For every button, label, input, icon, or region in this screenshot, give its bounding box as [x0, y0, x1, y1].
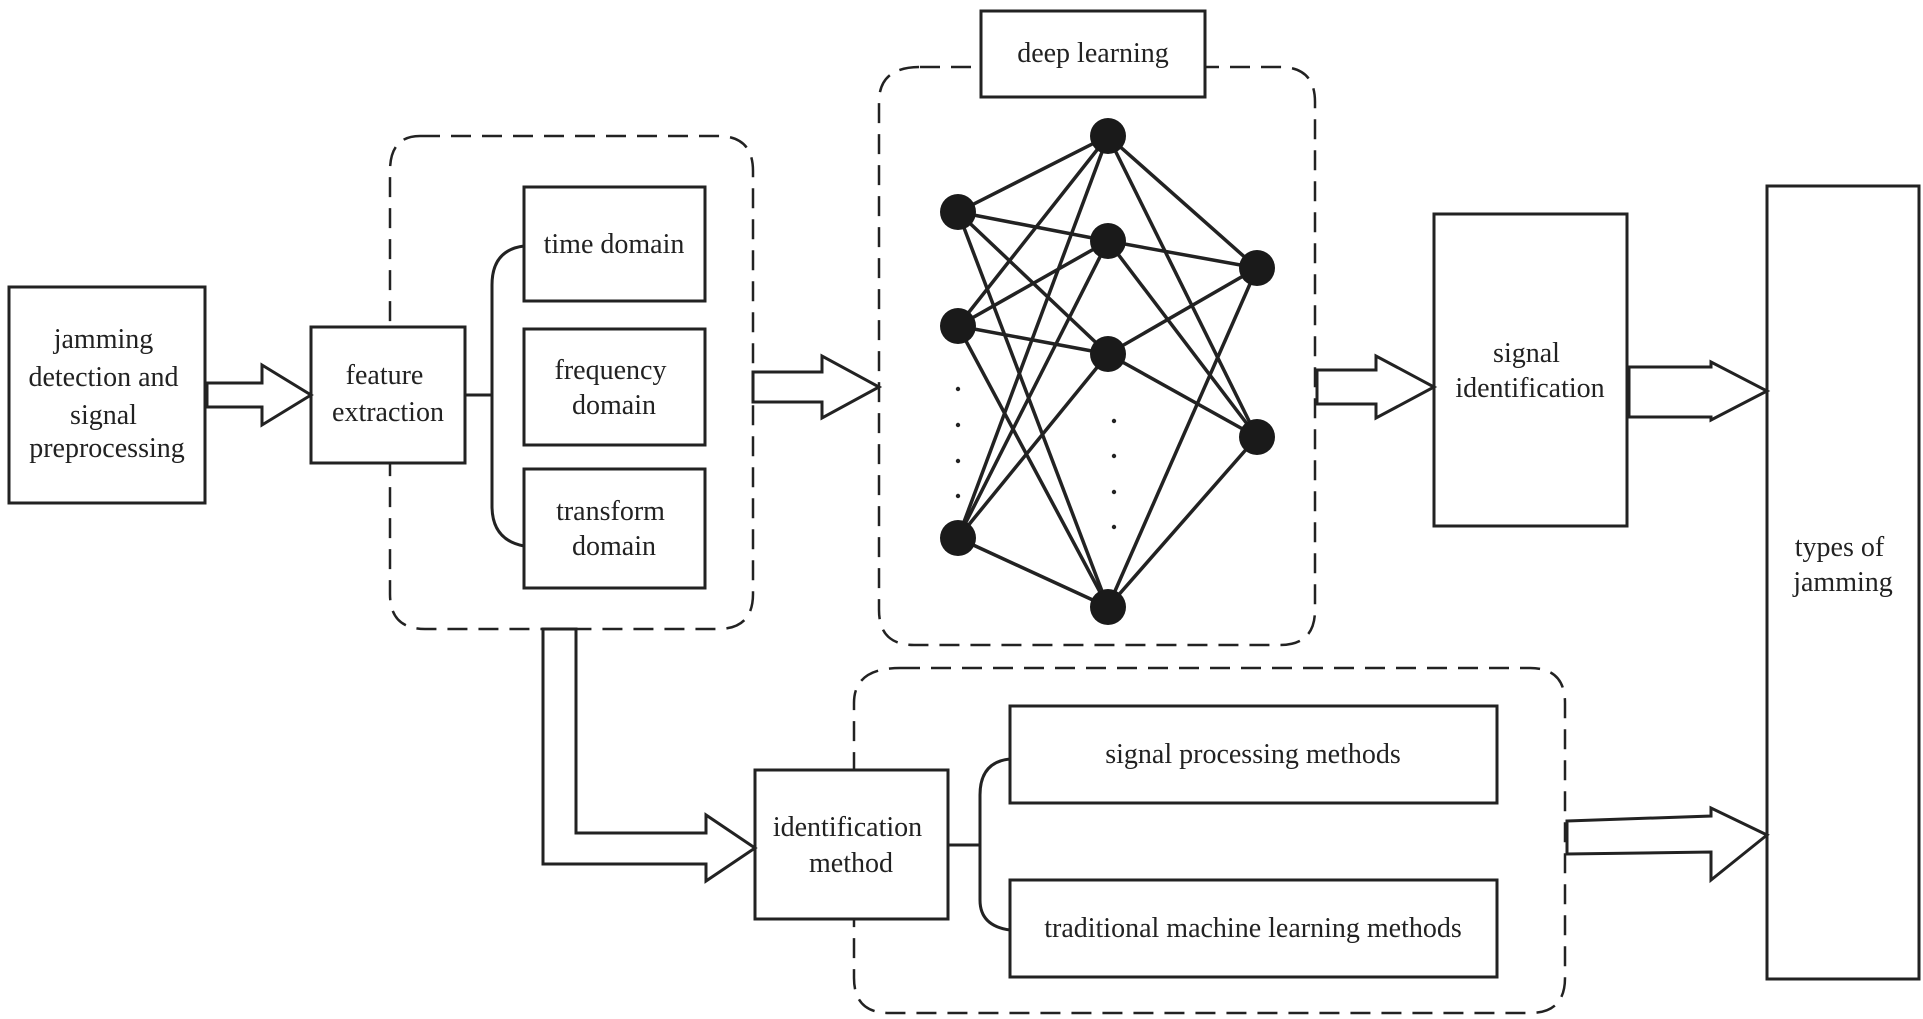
nn-connection — [956, 352, 1110, 540]
jamming-detection-line-3: signal — [70, 400, 137, 431]
nn-ellipsis-dot — [1111, 489, 1117, 495]
transform-domain-line-1: transform — [556, 496, 665, 527]
nn-ellipsis-dot — [955, 493, 961, 499]
nn-connection — [1106, 435, 1259, 609]
feature-domain-brace — [465, 244, 525, 548]
transform-domain-label: transform domain — [556, 496, 672, 562]
nn-ellipsis-dot — [955, 458, 961, 464]
arrow-signal-identification-to-types — [1627, 359, 1771, 423]
signal-identification-line-1: signal — [1493, 338, 1560, 369]
traditional-ml-methods-line-1: traditional machine learning methods — [1044, 913, 1462, 944]
nn-connection — [1107, 239, 1258, 270]
nn-ellipsis-dot — [955, 422, 961, 428]
nn-connection — [1106, 135, 1259, 438]
nn-connection — [1106, 267, 1259, 608]
jamming-detection-box — [7, 285, 207, 505]
types-of-jamming-label: types of jamming — [1792, 532, 1893, 598]
nn-connection — [957, 239, 1109, 328]
nn-neuron — [1090, 589, 1126, 625]
identification-method-box — [753, 768, 950, 921]
nn-neuron — [1239, 250, 1275, 286]
arrow-traditional-to-types — [1565, 805, 1770, 884]
arrow-detection-to-feature — [205, 362, 314, 428]
feature-domain-group — [388, 134, 755, 631]
nn-connection — [957, 536, 1109, 609]
signal-processing-methods-label: signal processing methods — [1105, 739, 1401, 770]
deep-learning-label-box — [979, 9, 1207, 99]
nn-neuron — [1090, 118, 1126, 154]
types-of-jamming-box — [1765, 184, 1921, 981]
nn-connection — [956, 135, 1110, 539]
feature-extraction-label: feature extraction — [332, 360, 444, 428]
nn-connection — [1106, 239, 1259, 439]
feature-extraction-box — [309, 325, 467, 465]
signal-identification-label: signal identification — [1455, 338, 1604, 404]
nn-ellipsis-dot — [1111, 453, 1117, 459]
traditional-ml-methods-box — [1008, 878, 1499, 979]
types-of-jamming-line-2: jamming — [1792, 567, 1893, 598]
nn-connection — [957, 210, 1109, 243]
time-domain-box — [522, 185, 707, 303]
traditional-ml-methods-label: traditional machine learning methods — [1044, 913, 1462, 944]
deep-learning-line-1: deep learning — [1017, 38, 1169, 69]
signal-processing-methods-box — [1008, 704, 1499, 805]
jamming-detection-line-2: detection and — [28, 362, 178, 393]
jamming-detection-label: jamming detection and signal preprocessi… — [28, 324, 185, 464]
nn-connection — [956, 240, 1110, 539]
frequency-domain-box — [522, 327, 707, 447]
nn-neuron — [1239, 419, 1275, 455]
transform-domain-line-2: domain — [572, 531, 656, 562]
nn-neuron — [940, 194, 976, 230]
nn-neuron — [940, 520, 976, 556]
nn-neuron — [1090, 336, 1126, 372]
method-brace — [946, 757, 1011, 932]
transform-domain-box — [522, 467, 707, 590]
identification-method-line-2: method — [809, 848, 893, 879]
feature-extraction-line-2: extraction — [332, 397, 444, 428]
nn-connection — [1106, 134, 1259, 270]
nn-neuron — [1090, 223, 1126, 259]
deep-learning-group — [877, 65, 1317, 647]
identification-method-label: identification method — [773, 812, 929, 879]
signal-identification-line-2: identification — [1455, 373, 1604, 404]
deep-learning-label: deep learning — [1017, 38, 1169, 69]
types-of-jamming-line-1: types of — [1795, 532, 1885, 563]
feature-extraction-line-1: feature — [346, 360, 424, 391]
jamming-detection-line-1: jamming — [53, 324, 154, 355]
identification-method-line-1: identification — [773, 812, 922, 843]
frequency-domain-label: frequency domain — [555, 355, 674, 421]
traditional-methods-group — [852, 666, 1567, 1015]
nn-connection — [956, 325, 1110, 608]
arrow-deep-learning-to-signal-identification — [1315, 353, 1438, 421]
signal-processing-methods-line-1: signal processing methods — [1105, 739, 1401, 770]
frequency-domain-line-1: frequency — [555, 355, 667, 386]
nn-connection — [1107, 352, 1258, 439]
arrow-feature-to-identification-method — [541, 627, 758, 884]
nn-ellipsis-dot — [1111, 418, 1117, 424]
time-domain-label: time domain — [544, 229, 685, 260]
jamming-detection-line-4: preprocessing — [29, 433, 185, 464]
nn-connection — [957, 134, 1109, 214]
nn-ellipsis-dot — [955, 386, 961, 392]
neural-network — [940, 118, 1275, 625]
time-domain-line-1: time domain — [544, 229, 685, 260]
nn-connection — [956, 134, 1110, 328]
nn-connection — [956, 211, 1110, 608]
signal-identification-box — [1432, 212, 1629, 528]
arrow-feature-to-deep-learning — [751, 353, 883, 421]
nn-connection — [1107, 266, 1258, 356]
nn-ellipsis-dot — [1111, 524, 1117, 530]
nn-neuron — [940, 308, 976, 344]
frequency-domain-line-2: domain — [572, 390, 656, 421]
